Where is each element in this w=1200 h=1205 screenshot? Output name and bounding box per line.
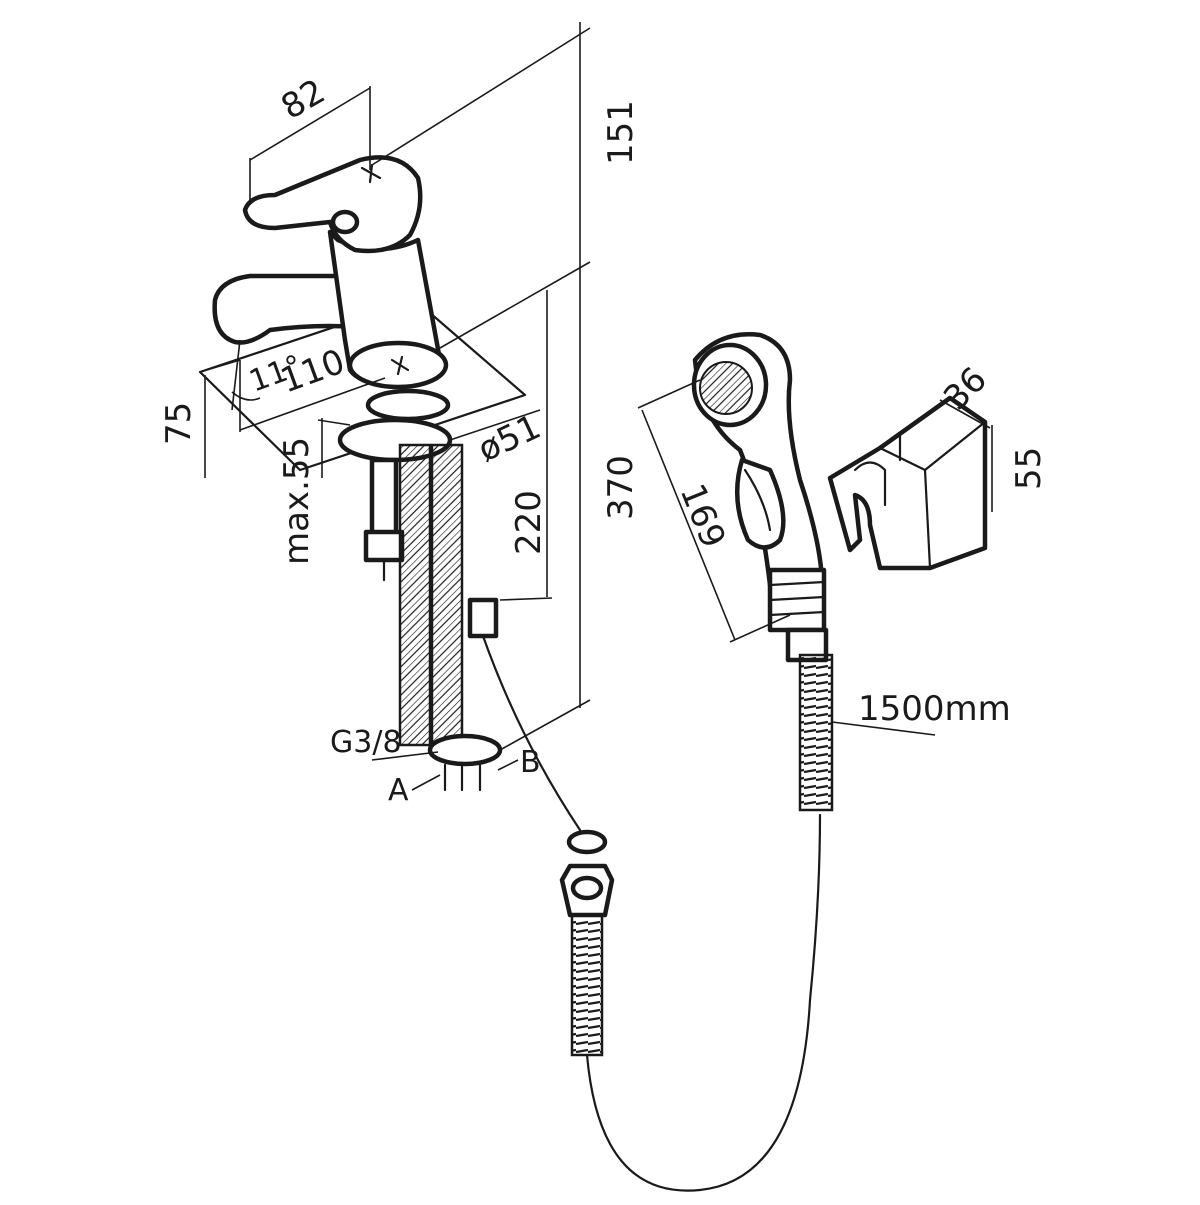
handshower xyxy=(691,332,834,812)
label-inlet-b: B xyxy=(520,745,541,780)
rod-nut xyxy=(363,529,405,563)
dim-220: 220 xyxy=(509,490,549,555)
trigger-lever-icon xyxy=(734,457,786,550)
diverter-outlet xyxy=(467,597,499,639)
lever-pivot-icon xyxy=(330,209,360,235)
dim-55: 55 xyxy=(1009,447,1049,490)
holder-body xyxy=(827,395,988,571)
dim-151: 151 xyxy=(601,100,641,165)
inlet-hose-b xyxy=(430,443,464,747)
mounting-nut xyxy=(365,388,451,422)
faucet xyxy=(198,155,582,832)
label-g38: G3/8 xyxy=(330,725,402,760)
shower-hose xyxy=(798,653,834,812)
dim-82: 82 xyxy=(275,72,332,128)
faucet-dimensions: 82 151 370 220 ø51 110 11° 75 max.55 xyxy=(159,22,641,808)
dim-max55: max.55 xyxy=(277,437,317,565)
dim-1500mm: 1500mm xyxy=(858,689,1011,729)
connector-hose xyxy=(570,913,604,1057)
inlet-hose-a xyxy=(398,443,432,747)
shower-hose-loop xyxy=(585,813,822,1192)
spray-nozzles-icon xyxy=(699,361,753,415)
hose-connector-nut xyxy=(427,733,503,767)
label-inlet-a: A xyxy=(388,773,409,808)
dim-d51: ø51 xyxy=(472,407,547,470)
handshower-dimensions: 169 1500mm xyxy=(637,379,1011,736)
dim-169: 169 xyxy=(672,478,733,553)
sealing-washer xyxy=(566,829,608,855)
lever-handle xyxy=(242,155,423,254)
dim-370: 370 xyxy=(601,455,641,520)
dim-75: 75 xyxy=(159,402,199,445)
wall-holder: 36 55 xyxy=(827,359,1049,571)
hose-connector xyxy=(559,813,822,1192)
threaded-rod xyxy=(369,457,399,543)
